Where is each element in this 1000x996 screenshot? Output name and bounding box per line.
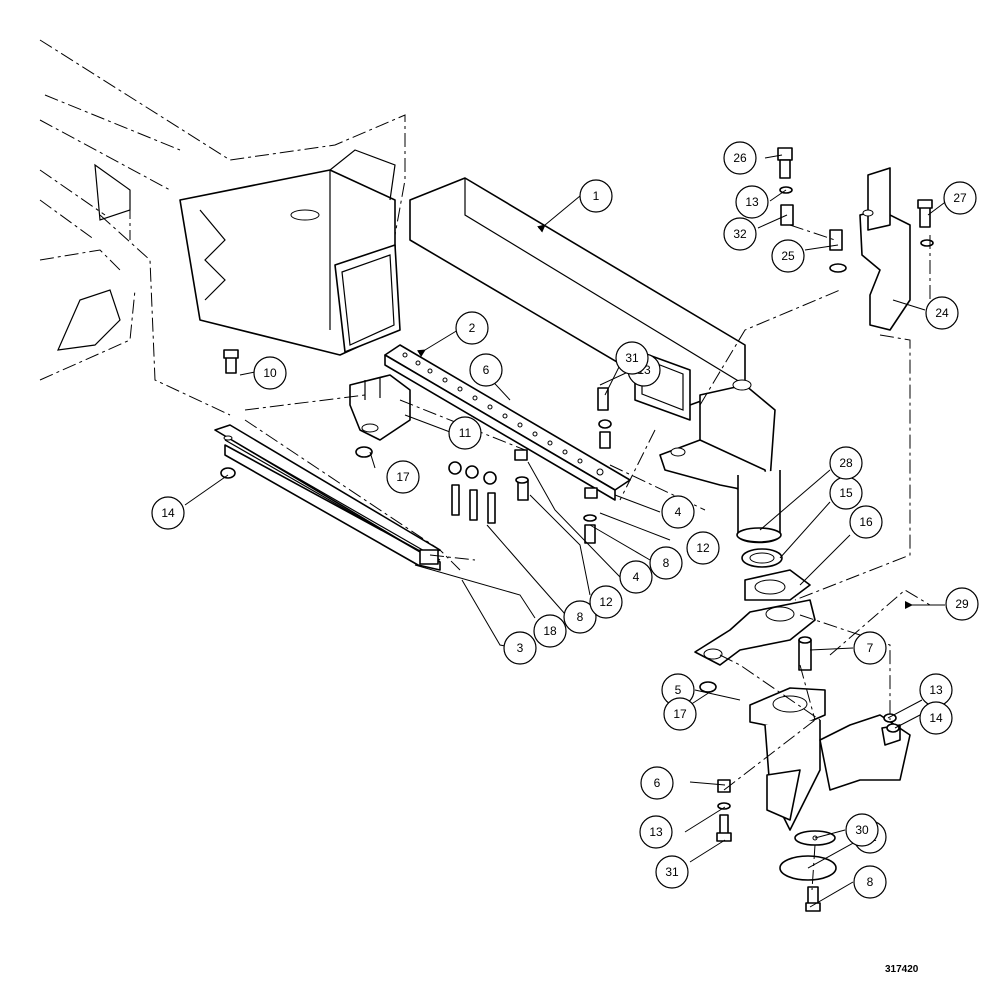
svg-text:30: 30 (855, 823, 869, 837)
svg-text:4: 4 (633, 570, 640, 584)
callout-10: 10 (253, 356, 287, 390)
caster-housing (749, 687, 911, 831)
bushing-plate-part-16 (744, 569, 811, 601)
callout-32: 32 (723, 217, 757, 251)
callout-1: 1 (579, 179, 613, 213)
leader-lines (184, 154, 949, 908)
svg-text:13: 13 (745, 195, 759, 209)
svg-text:15: 15 (839, 486, 853, 500)
callout-26: 26 (723, 141, 757, 175)
plate-part-2 (384, 344, 631, 501)
callout-12a: 12 (686, 531, 720, 565)
bracket-part-24 (859, 167, 911, 331)
callout-11: 11 (448, 416, 482, 450)
svg-text:24: 24 (935, 306, 949, 320)
callout-3: 3 (503, 631, 537, 665)
callout-29: 29 (945, 587, 979, 621)
callout-25: 25 (771, 239, 805, 273)
callout-14a: 14 (151, 496, 185, 530)
callout-12b: 12 (589, 585, 623, 619)
callout-8b: 8 (563, 600, 597, 634)
callout-31a: 31 (615, 341, 649, 375)
svg-text:4: 4 (675, 505, 682, 519)
svg-text:25: 25 (781, 249, 795, 263)
callout-17b: 17 (663, 697, 697, 731)
callout-8c: 8 (853, 865, 887, 899)
callout-15: 15 (829, 476, 863, 510)
callout-4b: 4 (619, 560, 653, 594)
svg-text:31: 31 (625, 351, 639, 365)
svg-text:26: 26 (733, 151, 747, 165)
callout-7: 7 (853, 631, 887, 665)
callout-2: 2 (455, 311, 489, 345)
svg-text:2: 2 (469, 321, 476, 335)
spindle-part-28 (736, 470, 782, 544)
svg-text:17: 17 (396, 470, 410, 484)
callout-13d: 13 (639, 815, 673, 849)
svg-text:32: 32 (733, 227, 747, 241)
svg-text:8: 8 (577, 610, 584, 624)
callout-6b: 6 (640, 766, 674, 800)
svg-text:16: 16 (859, 515, 873, 529)
svg-text:11: 11 (459, 426, 472, 440)
middle-hardware (220, 349, 900, 733)
svg-text:6: 6 (483, 363, 490, 377)
callout-18: 18 (533, 614, 567, 648)
callout-6a: 6 (469, 353, 503, 387)
assembly-lines (244, 224, 931, 891)
callout-31b: 31 (655, 855, 689, 889)
drawing-number: 317420 (885, 964, 919, 975)
channel-part-3 (214, 424, 441, 571)
svg-text:6: 6 (654, 776, 661, 790)
svg-text:12: 12 (696, 541, 710, 555)
callout-13b: 13 (735, 185, 769, 219)
callout-17a: 17 (386, 460, 420, 494)
callout-14b: 14 (919, 701, 953, 735)
svg-text:8: 8 (663, 556, 670, 570)
shim-part-15 (741, 548, 783, 568)
svg-text:31: 31 (665, 865, 679, 879)
svg-text:7: 7 (867, 641, 874, 655)
svg-text:14: 14 (161, 506, 175, 520)
callout-27: 27 (943, 181, 977, 215)
callout-16: 16 (849, 505, 883, 539)
callout-5: 5 (661, 673, 695, 707)
callout-8a: 8 (649, 546, 683, 580)
callout-13c: 13 (919, 673, 953, 707)
svg-text:28: 28 (839, 456, 853, 470)
svg-text:5: 5 (675, 683, 682, 697)
callout-30: 30 (845, 813, 879, 847)
frame-mount-box (179, 149, 401, 356)
svg-text:3: 3 (517, 641, 524, 655)
svg-text:13: 13 (929, 683, 943, 697)
svg-text:29: 29 (955, 597, 969, 611)
svg-text:27: 27 (953, 191, 967, 205)
svg-text:18: 18 (543, 624, 557, 638)
callout-4a: 4 (661, 495, 695, 529)
svg-text:8: 8 (867, 875, 874, 889)
svg-text:1: 1 (593, 189, 600, 203)
pin-part-7 (798, 636, 812, 671)
callout-28: 28 (829, 446, 863, 480)
svg-text:10: 10 (263, 366, 277, 380)
steering-arm-part-5 (694, 599, 816, 666)
frame-outline (39, 39, 406, 416)
svg-text:12: 12 (599, 595, 613, 609)
svg-text:13: 13 (649, 825, 663, 839)
callout-24: 24 (925, 296, 959, 330)
svg-text:17: 17 (673, 707, 687, 721)
clamp-bracket-part-11 (349, 374, 411, 441)
svg-text:14: 14 (929, 711, 943, 725)
